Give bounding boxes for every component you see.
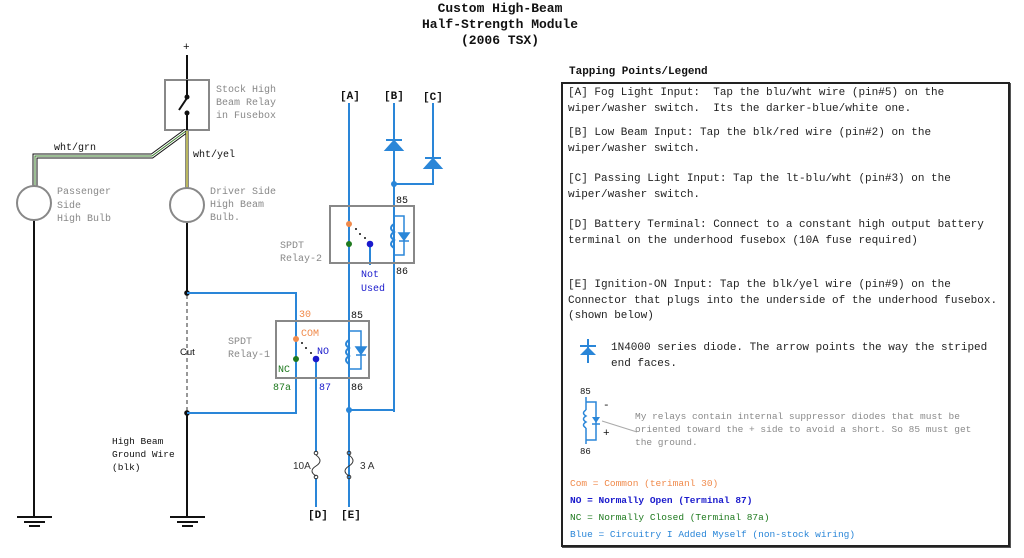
relay2-pin-85: 85 [396,196,408,207]
svg-text:-: - [603,400,610,412]
input-label-d: [D] [308,510,328,522]
added-wiring [187,103,434,507]
passenger-bulb-label: Passenger Side High Bulb [57,187,117,225]
diode-b-icon [383,139,405,151]
key-normally-closed: NC = Normally Closed (Terminal 87a) [570,512,770,523]
wire-relay2-86-to-relay1 [349,264,395,411]
supply-plus-label: + [183,42,190,54]
input-label-c: [C] [423,92,443,104]
legend-item-e: [E] Ignition-ON Input: Tap the blk/yel w… [568,279,1004,322]
svg-text:+: + [603,428,610,440]
relay-1-box [275,320,370,379]
fuse-e-icon [344,450,354,480]
legend-item-a: [A] Fog Light Input: Tap the blu/wht wir… [568,87,951,115]
relay1-label: SPDT Relay-1 [228,337,270,361]
wht-grn-wire [32,128,188,186]
key-common: Com = Common (terimanl 30) [570,478,719,489]
diagram-title: Custom High-Beam Half-Strength Module (2… [380,1,620,49]
driver-bulb-label: Driver Side High Beam Bulb. [210,186,282,224]
fuse-d-rating: 10A [293,461,311,472]
diode-symbol-icon [580,339,596,363]
legend-heading: Tapping Points/Legend [569,66,708,78]
title-line-2: Half-Strength Module [421,17,579,32]
input-label-a: [A] [340,91,360,103]
input-label-b: [B] [384,91,404,103]
cut-label: Cut [180,347,195,358]
stock-relay-label: Stock High Beam Relay in Fusebox [216,84,282,122]
wire-label-passenger: wht/grn [54,142,96,154]
relay1-pin-87: 87 [319,383,331,394]
wire-label-driver: wht/yel [193,149,235,161]
relay1-pin-86: 86 [351,383,363,394]
wire-c-input [394,103,434,185]
relay1-com-label: COM [301,329,319,340]
title-line-3: (2006 TSX) [460,33,539,48]
passenger-high-bulb [16,185,52,221]
relay2-coil [390,223,396,249]
svg-text:86: 86 [580,447,591,456]
diode-c-icon [422,157,444,169]
relay2-suppressor-diode-icon [397,232,411,242]
fuse-d-icon [311,450,321,480]
relay1-switch-dots [301,342,312,354]
ground-symbol-driver [170,516,205,527]
relay1-nc-node [293,356,299,362]
relay2-not-used-label: Not Used [361,270,385,295]
legend-item-c: [C] Passing Light Input: Tap the lt-blu/… [568,173,958,201]
svg-text:85: 85 [580,387,591,397]
ground-symbol-passenger [17,516,52,527]
suppressor-note: My relays contain internal suppressor di… [635,411,972,448]
relay2-label: SPDT Relay-2 [280,241,322,265]
relay1-nc-label: NC [278,365,290,376]
key-blue-wiring: Blue = Circuitry I Added Myself (non-sto… [570,529,856,540]
title-line-1: Custom High-Beam [437,1,563,16]
relay2-nc-node [346,241,352,247]
relay2-switch-dots [355,228,366,239]
ground-wire-label: High Beam Ground Wire (blk) [112,436,180,473]
relay1-com-node [293,336,299,342]
legend-panel: [A] Fog Light Input: Tap the blu/wht wir… [561,82,1010,547]
relay1-no-label: NO [317,347,329,358]
driver-high-bulb [169,187,205,223]
relay-coil-suppressor-icon: 85 86 - + [580,387,638,456]
relay1-pin-85: 85 [351,311,363,322]
wire-relay1-nc-to-splice [187,340,297,414]
relay1-pin-30: 30 [299,310,311,321]
legend-item-b: [B] Low Beam Input: Tap the blk/red wire… [568,127,938,155]
legend-item-d: [D] Battery Terminal: Connect to a const… [568,219,991,247]
relay1-suppressor-diode-icon [354,346,368,356]
relay1-coil [345,339,351,365]
splice-node-86 [346,407,352,413]
relay2-com-node [346,221,352,227]
relay2-pin-86: 86 [396,267,408,278]
key-normally-open: NO = Normally Open (Terminal 87) [570,495,753,506]
splice-node-bc [391,181,397,187]
relay1-pin-87a: 87a [273,383,291,394]
fuse-e-rating: 3 A [360,461,375,472]
relay2-no-node [366,240,374,248]
input-label-e: [E] [341,510,361,522]
relay-2-box [329,205,415,264]
diode-note: 1N4000 series diode. The arrow points th… [611,342,988,370]
relay-switch-arm [178,97,188,111]
relay1-no-node [312,355,320,363]
